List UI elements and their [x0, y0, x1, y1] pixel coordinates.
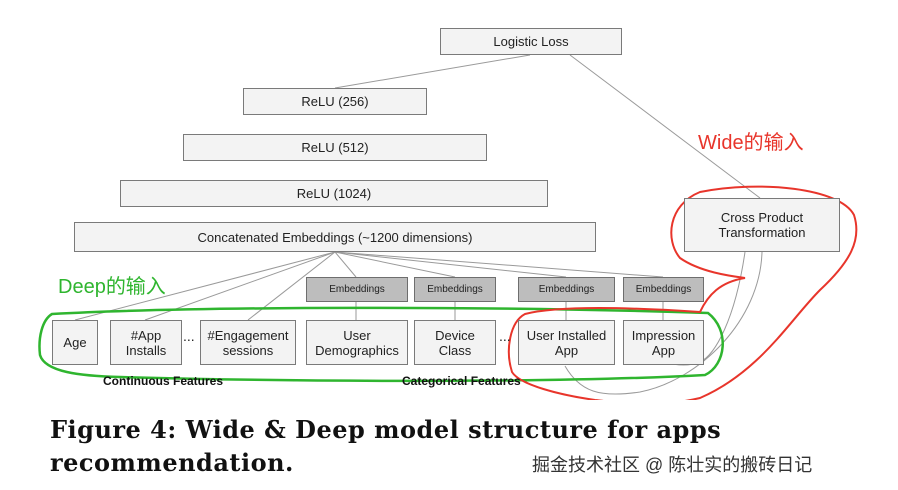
- logistic-loss-node: Logistic Loss: [440, 28, 622, 55]
- edge-concat-age: [74, 251, 336, 321]
- deep-input-outline: [38, 306, 724, 383]
- edge-cross-installed: [564, 251, 763, 395]
- relu-1024-node: ReLU (1024): [120, 180, 548, 207]
- figure-caption: Figure 4: Wide & Deep model structure fo…: [50, 415, 722, 477]
- watermark: 掘金技术社区 @ 陈壮实的搬砖日记: [532, 455, 813, 475]
- feature-user-installed-app: User Installed App: [518, 320, 615, 365]
- embeddings-user-installed-app: Embeddings: [518, 277, 615, 302]
- relu-512-node: ReLU (512): [183, 134, 487, 161]
- edge-relu256-logistic: [334, 54, 531, 89]
- connection-lines: [38, 54, 858, 400]
- embeddings-device-class: Embeddings: [414, 277, 496, 302]
- feature-user-demographics: User Demographics: [306, 320, 408, 365]
- feature-age: Age: [52, 320, 98, 365]
- edge-concat-emb4: [334, 251, 664, 278]
- ellipsis-continuous: ...: [183, 328, 195, 344]
- deep-input-annotation: Deep的输入: [58, 276, 166, 298]
- wide-deep-diagram: Logistic Loss ReLU (256) ReLU (512) ReLU…: [38, 28, 858, 400]
- ellipsis-categorical: ...: [499, 328, 511, 344]
- embeddings-user-demographics: Embeddings: [306, 277, 408, 302]
- feature-engagement-sessions: #Engagement sessions: [200, 320, 296, 365]
- feature-impression-app: Impression App: [623, 320, 704, 365]
- wide-input-annotation: Wide的输入: [698, 132, 804, 154]
- feature-app-installs: #App Installs: [110, 320, 182, 365]
- feature-device-class: Device Class: [414, 320, 496, 365]
- edge-cross-logistic: [569, 54, 761, 199]
- edge-concat-emb2: [334, 251, 456, 278]
- concatenated-embeddings-node: Concatenated Embeddings (~1200 dimension…: [74, 222, 596, 252]
- relu-256-node: ReLU (256): [243, 88, 427, 115]
- edge-concat-emb3: [334, 251, 567, 278]
- edge-concat-emb1: [334, 251, 357, 278]
- cross-product-node: Cross Product Transformation: [684, 198, 840, 252]
- wide-input-outline: [507, 185, 858, 400]
- categorical-features-label: Categorical Features: [402, 374, 521, 388]
- embeddings-impression-app: Embeddings: [623, 277, 704, 302]
- continuous-features-label: Continuous Features: [103, 374, 224, 388]
